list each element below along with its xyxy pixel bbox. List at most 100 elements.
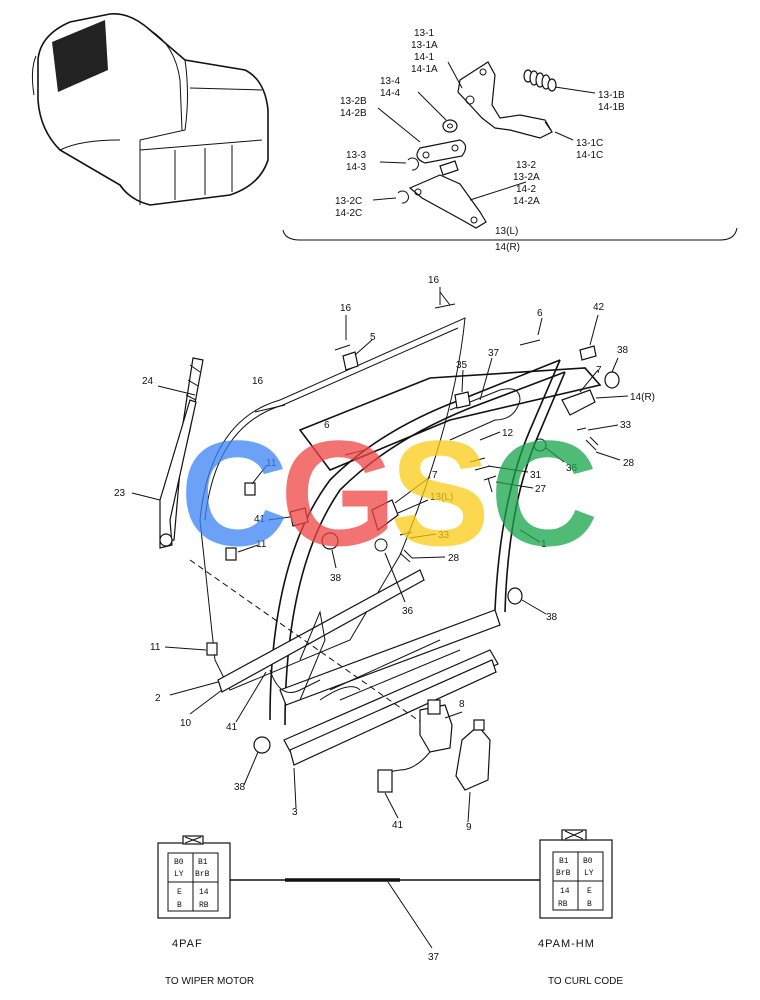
- link-plate: [416, 139, 467, 164]
- right-pin-2: B0: [583, 857, 593, 866]
- hinge-detail: [282, 61, 738, 241]
- label-pin-2: 14-3: [346, 162, 366, 173]
- grommet-35: [454, 391, 471, 409]
- callout-24: 24: [142, 376, 154, 387]
- callout-38d: 38: [234, 782, 246, 793]
- wiper-arm: [159, 399, 197, 549]
- callout-41a: 41: [254, 514, 266, 525]
- clip-11a: [244, 482, 256, 496]
- motor-bracket: [299, 610, 326, 701]
- left-pin-3: LY: [174, 870, 184, 879]
- callout-2: 2: [155, 693, 161, 704]
- connector-right: B1 B0 BrB LY 14 E RB B 4PAM-HM TO CURL C…: [538, 829, 623, 987]
- label-hinge-1: 13-1: [414, 28, 434, 39]
- callout-42: 42: [593, 302, 605, 313]
- guide-rail: [217, 569, 425, 693]
- watermark: C G S C: [180, 409, 598, 577]
- right-pin-4: LY: [584, 869, 594, 878]
- label-clip-1: 13-2C: [335, 196, 362, 207]
- left-connector-name: 4PAF: [172, 938, 203, 950]
- callout-6b: 6: [324, 420, 330, 431]
- callout-38a: 38: [617, 345, 629, 356]
- washer: [442, 119, 458, 133]
- callout-16c: 16: [252, 376, 264, 387]
- callout-41c: 41: [392, 820, 404, 831]
- callout-7b: 7: [432, 470, 438, 481]
- callout-12: 12: [502, 428, 514, 439]
- label-arm-2: 13-2A: [513, 172, 540, 183]
- callout-36b: 36: [402, 606, 414, 617]
- label-assembly-left: 13(L): [495, 226, 518, 237]
- label-pin-1: 13-3: [346, 150, 366, 161]
- reservoir: [455, 725, 491, 791]
- pin: [439, 160, 459, 176]
- left-pin-2: B1: [198, 858, 208, 867]
- clip-36b: [374, 538, 388, 552]
- right-pin-8: B: [587, 900, 592, 909]
- label-assembly-right: 14(R): [495, 242, 520, 253]
- left-destination: TO WIPER MOTOR: [165, 976, 254, 987]
- callout-16a: 16: [428, 275, 440, 286]
- callout-5: 5: [370, 332, 376, 343]
- callout-8: 8: [459, 699, 465, 710]
- callout-11a: 11: [266, 458, 277, 469]
- right-pin-1: B1: [559, 857, 569, 866]
- watermark-letter-1: C: [180, 409, 288, 577]
- callout-11b: 11: [256, 539, 267, 550]
- callout-16b: 16: [340, 303, 352, 314]
- label-washer-1: 13-4: [380, 76, 400, 87]
- clip-11b: [225, 547, 237, 561]
- right-pin-6: E: [587, 887, 592, 896]
- callout-38b: 38: [330, 573, 342, 584]
- label-clip-2: 14-2C: [335, 208, 362, 219]
- grommet-38b: [321, 532, 339, 550]
- e-clip-lower: [397, 190, 409, 204]
- label-hinge-2: 13-1A: [411, 40, 438, 51]
- label-spring-1: 13-1B: [598, 90, 625, 101]
- right-pin-3: BrB: [556, 869, 571, 878]
- door-glass-assembly: [131, 287, 629, 823]
- frame-top-rail: [298, 367, 602, 471]
- bolt-27: [483, 475, 497, 493]
- harness-37: 37: [230, 878, 540, 963]
- callout-38c: 38: [546, 612, 558, 623]
- clip-11c: [206, 642, 218, 656]
- callout-14r: 14(R): [630, 392, 655, 403]
- hinge-13l: [371, 499, 399, 531]
- callout-35: 35: [456, 360, 468, 371]
- callout-33a: 33: [620, 420, 632, 431]
- callout-13l: 13(L): [430, 492, 453, 503]
- right-destination: TO CURL CODE: [548, 976, 623, 987]
- grommet-38c: [507, 587, 523, 605]
- callout-11c: 11: [150, 642, 161, 653]
- spring: [523, 69, 596, 94]
- label-washer-2: 14-4: [380, 88, 400, 99]
- block-5: [342, 351, 359, 371]
- wiper-motor: [377, 699, 453, 793]
- arm-plate: [408, 174, 487, 229]
- callout-23: 23: [114, 488, 126, 499]
- wire-harness: [269, 388, 521, 693]
- label-bracket-1: 13-1C: [576, 138, 603, 149]
- watermark-letter-2: G: [280, 409, 397, 577]
- watermark-letter-4: C: [490, 409, 598, 577]
- cab-window-hatch: [52, 20, 108, 92]
- hinge-14r: [561, 389, 596, 416]
- bolt-28b: [399, 549, 413, 563]
- callout-37: 37: [488, 348, 500, 359]
- label-arm-3: 14-2: [516, 184, 536, 195]
- left-pin-1: B0: [174, 858, 184, 867]
- watermark-letter-3: S: [390, 409, 490, 577]
- left-pin-4: BrB: [195, 870, 210, 879]
- label-hinge-3: 14-1: [414, 52, 434, 63]
- callout-31: 31: [530, 470, 542, 481]
- clip-36a: [533, 438, 547, 452]
- bolt-42: [579, 345, 597, 361]
- grommet-38a: [604, 371, 620, 389]
- label-arm-1: 13-2: [516, 160, 536, 171]
- bolt-28a: [585, 436, 599, 451]
- callout-7a: 7: [596, 365, 602, 376]
- label-link-2: 14-2B: [340, 108, 367, 119]
- callout-33b: 33: [438, 530, 450, 541]
- callout-1: 1: [541, 539, 547, 550]
